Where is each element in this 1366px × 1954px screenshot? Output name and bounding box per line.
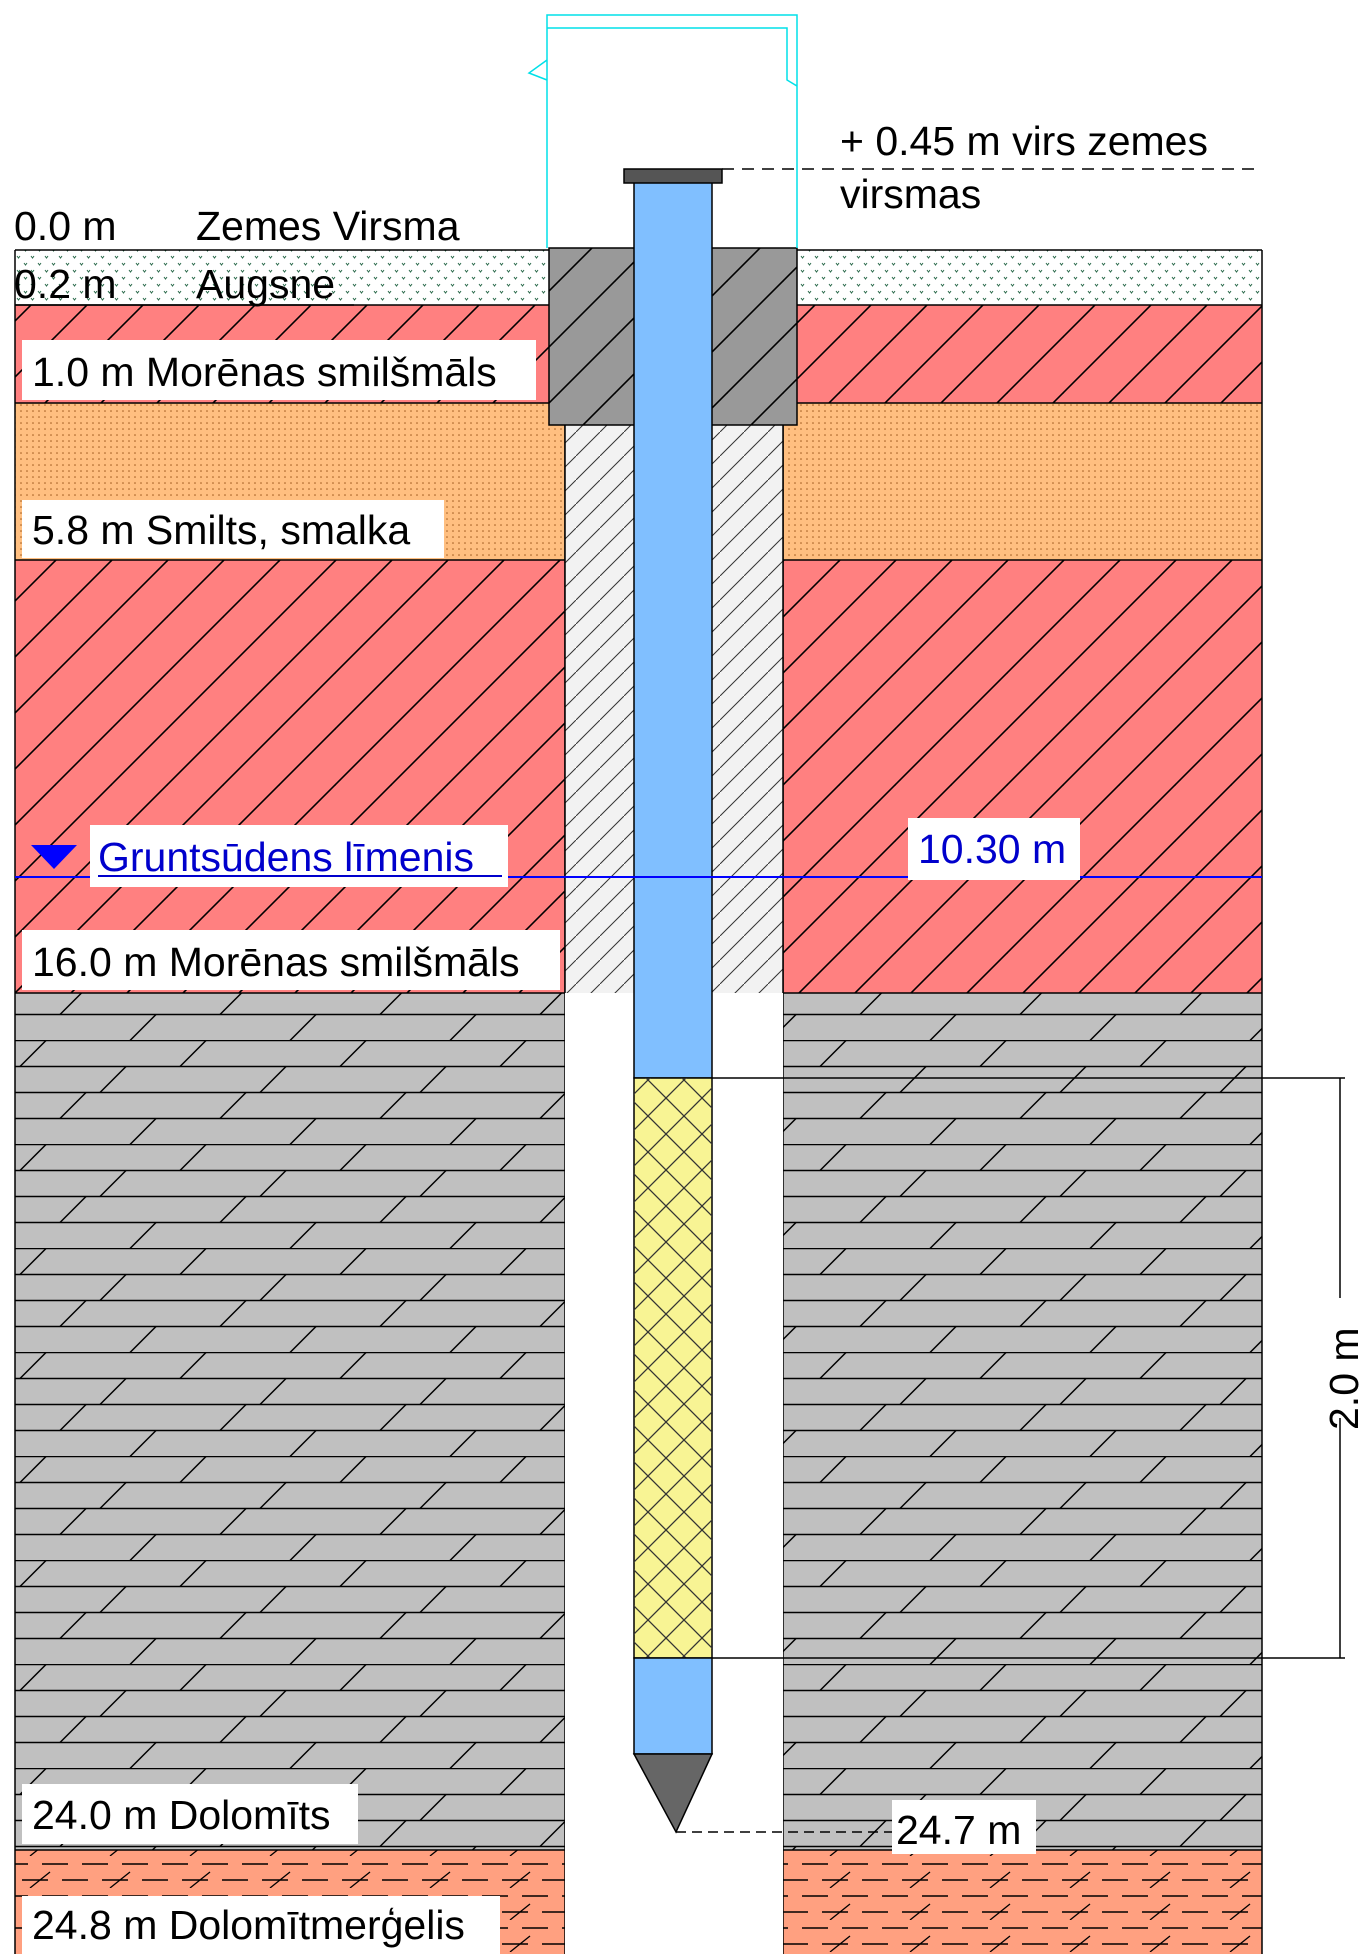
layer-label-text: 5.8 m Smilts, smalka	[32, 507, 410, 553]
surface-name-label: Zemes Virsma	[196, 203, 460, 249]
layers-right	[783, 250, 1262, 1954]
casing-top-labels: + 0.45 m virs zemes virsmas	[840, 118, 1208, 217]
layer-label-moraine-1: 1.0 m Morēnas smilšmāls	[22, 340, 536, 400]
casing-top-label-line2: virsmas	[840, 171, 981, 217]
soil-name-label: Augsne	[196, 261, 335, 307]
layer-label-moraine-2: 16.0 m Morēnas smilšmāls	[22, 930, 560, 990]
soil-depth-label: 0.2 m	[14, 261, 117, 307]
groundwater-depth-group: 10.30 m	[908, 818, 1080, 880]
groundwater-label: Gruntsūdens līmenis	[98, 834, 474, 880]
pipe-cap	[623, 168, 723, 184]
groundwater-label-group: Gruntsūdens līmenis	[31, 825, 508, 887]
layer-label-text: 1.0 m Morēnas smilšmāls	[32, 349, 497, 395]
casing-pipe	[633, 179, 713, 1079]
surface-labels: 0.0 m Zemes Virsma	[14, 203, 460, 249]
sump-pipe	[633, 1657, 713, 1755]
layer-label-text: 24.0 m Dolomīts	[32, 1792, 331, 1838]
groundwater-depth-label: 10.30 m	[918, 826, 1066, 872]
layer-label-dolomite: 24.0 m Dolomīts	[22, 1784, 358, 1844]
well-bottom-group: 24.7 m	[892, 1800, 1036, 1854]
surface-depth-label: 0.0 m	[14, 203, 117, 249]
layer-label-marl: 24.8 m Dolomītmerģelis	[22, 1896, 500, 1954]
pipe-tip	[632, 1753, 714, 1834]
well-bottom-depth-label: 24.7 m	[896, 1807, 1021, 1853]
water-level-icon	[31, 845, 77, 869]
layer-label-sand: 5.8 m Smilts, smalka	[22, 500, 444, 558]
protective-cover-outline	[527, 14, 798, 248]
casing-top-label-line1: + 0.45 m virs zemes	[840, 118, 1208, 164]
layer-soil-right	[795, 250, 1262, 305]
screen-length-group: 2.0 m	[1313, 1298, 1366, 1430]
layer-label-text: 24.8 m Dolomītmerģelis	[32, 1902, 465, 1948]
layer-label-text: 16.0 m Morēnas smilšmāls	[32, 939, 520, 985]
layer-soil-left	[15, 250, 552, 305]
soil-labels: 0.2 m Augsne	[14, 261, 354, 307]
screen-length-label: 2.0 m	[1321, 1327, 1366, 1430]
